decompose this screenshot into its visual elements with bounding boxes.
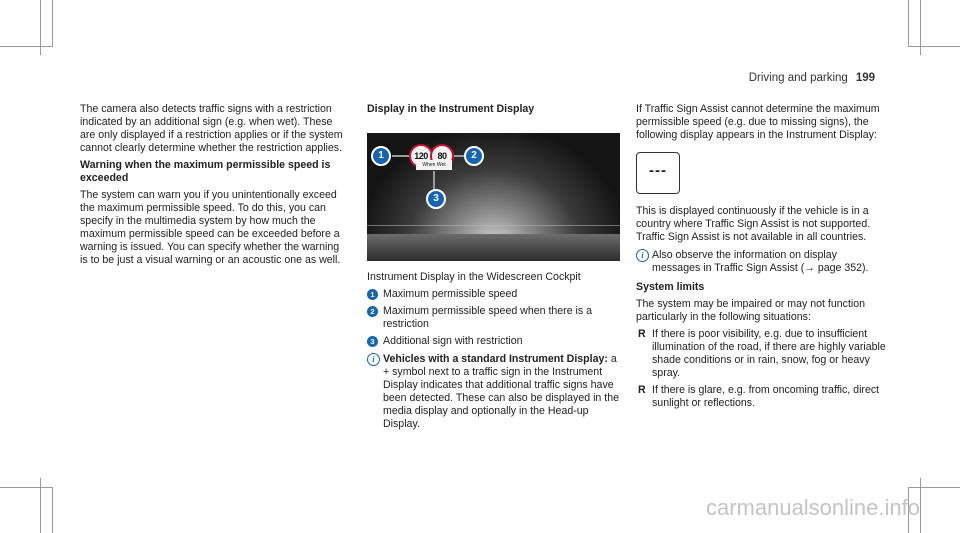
watermark: carmanualsonline.info [705, 495, 920, 520]
figure-caption: Instrument Display in the Widescreen Coc… [367, 271, 581, 283]
intro-paragraph: If Traffic Sign Assist cannot determine … [636, 103, 880, 141]
additional-sign-plate: When Wet [416, 160, 452, 170]
callout-number: 2 [367, 306, 378, 317]
list-item-text: If there is poor visibility, e.g. due to… [652, 328, 886, 379]
list-item-text: Additional sign with restriction [383, 335, 523, 347]
section-heading: Display in the Instrument Display [367, 103, 535, 115]
body-paragraph: The system may be impaired or may not fu… [636, 298, 866, 323]
callout-line [433, 171, 435, 189]
list-item: R If there is glare, e.g. from oncoming t… [636, 384, 886, 410]
crop-mark [0, 46, 52, 47]
list-item: 3 Additional sign with restriction [367, 335, 625, 348]
intro-paragraph: The camera also detects traffic signs wi… [80, 103, 343, 154]
list-item: 2 Maximum permissible speed when there is… [367, 305, 625, 331]
note-text: a + symbol next to a traffic sign in the… [383, 353, 619, 430]
page-header: Driving and parking 199 [749, 72, 875, 84]
column-left: The camera also detects traffic signs wi… [80, 103, 345, 271]
body-paragraph: This is displayed continuously if the ve… [636, 205, 871, 243]
crop-mark [920, 478, 921, 533]
info-icon: i [367, 353, 380, 366]
list-item-text: If there is glare, e.g. from oncoming tr… [652, 384, 880, 409]
info-icon: i [636, 249, 649, 262]
no-speed-symbol: --- [649, 162, 667, 179]
crop-mark [40, 478, 41, 533]
list-item-text: Maximum permissible speed when there is … [383, 305, 593, 330]
body-paragraph: The system can warn you if you unintenti… [80, 189, 341, 266]
section-heading: System limits [636, 281, 705, 293]
callout-number: 3 [367, 336, 378, 347]
callout-number: 1 [367, 289, 378, 300]
horizon-line [367, 225, 620, 226]
display-bottom-band [367, 234, 620, 261]
crop-mark [0, 487, 52, 488]
instrument-display-figure [367, 133, 620, 261]
crop-mark [920, 0, 921, 55]
list-item: R If there is poor visibility, e.g. due t… [636, 328, 886, 380]
note-text: Also observe the information on display … [652, 249, 869, 274]
note-heading: Vehicles with a standard Instrument Disp… [383, 353, 608, 365]
crop-mark [908, 0, 909, 47]
crop-mark [40, 0, 41, 55]
callout-badge: 2 [464, 146, 484, 166]
bullet-mark: R [638, 328, 646, 340]
crop-mark [908, 487, 909, 533]
page-number: 199 [855, 72, 875, 84]
list-item: 1 Maximum permissible speed [367, 288, 625, 301]
callout-badge: 3 [426, 189, 446, 209]
callout-line [392, 155, 412, 157]
display-symbol-box: --- [636, 152, 680, 194]
crop-mark [908, 46, 960, 47]
section-title: Driving and parking [748, 72, 848, 84]
crop-mark [908, 487, 960, 488]
bullet-mark: R [638, 384, 646, 396]
column-right: If Traffic Sign Assist cannot determine … [636, 103, 886, 414]
callout-line [454, 155, 467, 157]
crop-mark [52, 0, 53, 47]
callout-badge: 1 [371, 146, 391, 166]
section-heading: Warning when the maximum permissible spe… [80, 159, 331, 184]
column-middle: Display in the Instrument Display Instru… [367, 103, 625, 431]
list-item-text: Maximum permissible speed [383, 288, 518, 300]
crop-mark [52, 487, 53, 533]
